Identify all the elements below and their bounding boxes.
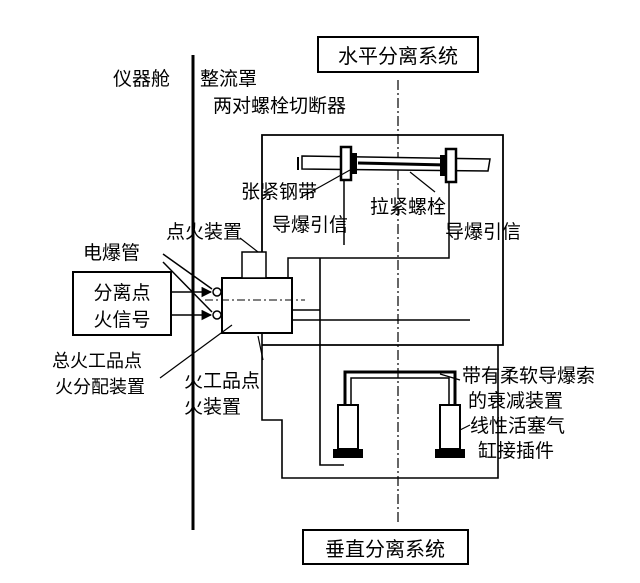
bolt-cutters-label: 两对螺栓切断器	[213, 95, 346, 117]
horizontal-system-title: 水平分离系统	[338, 44, 458, 68]
ignition-device-label: 点火装置	[166, 221, 242, 243]
sep-signal-box	[72, 271, 172, 336]
piston-cylinder-right-base	[435, 449, 465, 458]
det-cord-left-label: 导爆引信	[272, 214, 348, 236]
piston-leader	[459, 424, 471, 431]
attenuator-line2: 的衰减装置	[468, 390, 563, 412]
outer-conduit	[261, 134, 504, 346]
attenuator-line1: 带有柔软导爆索	[462, 365, 595, 387]
pyro-device-line2: 火装置	[184, 396, 241, 418]
vertical-system-box	[302, 529, 469, 565]
instrument-cabin-label: 仪器舱	[113, 68, 170, 90]
tension-band-label: 张紧钢带	[241, 181, 317, 203]
squib-label: 电爆管	[83, 242, 140, 264]
fairing-label: 整流罩	[200, 68, 257, 90]
tension-bolt-leader	[409, 171, 436, 193]
det-cord-right-label: 导爆引信	[445, 221, 521, 243]
ignition-device-leader	[239, 237, 259, 253]
squib-leader-2	[162, 261, 213, 313]
det-cord-right-route	[287, 248, 450, 285]
piston-cylinder-left	[337, 404, 359, 450]
bolt-cutter-left	[339, 145, 353, 182]
horizontal-system-box	[317, 36, 479, 73]
pyro-device-line1: 火工品点	[184, 370, 260, 392]
attenuator-frame-inner	[350, 377, 450, 408]
attenuator-leader	[439, 373, 461, 381]
master-leader	[159, 324, 233, 379]
sep-signal-line2: 火信号	[93, 309, 150, 331]
vertical-system-title: 垂直分离系统	[325, 537, 445, 561]
master-distribution-box	[221, 277, 293, 334]
pyro-leader	[257, 335, 264, 361]
bolt-cutter-right	[444, 147, 458, 184]
tension-band-leader	[299, 169, 351, 199]
piston-line1: 线性活塞气	[470, 415, 565, 437]
piston-cylinder-right	[439, 404, 461, 450]
tension-bolt-label: 拉紧螺栓	[370, 196, 446, 218]
piston-cylinder-left-base	[333, 449, 363, 458]
piston-line2: 缸接插件	[478, 440, 554, 462]
master-distribution-line2: 火分配装置	[55, 377, 145, 398]
attenuator-frame-outer	[343, 370, 457, 408]
squib-lower	[212, 310, 222, 320]
bolt-shaft-hatch	[357, 161, 447, 167]
cord-to-left-cylinder	[292, 258, 344, 466]
ignition-device-small	[241, 251, 267, 279]
bolt-cutter-right-inner	[440, 155, 446, 176]
conduit-to-vertical	[261, 333, 499, 479]
sep-signal-line1: 分离点	[93, 282, 150, 304]
squib-upper	[212, 287, 222, 297]
squib-leader-1	[162, 253, 213, 290]
master-distribution-line1: 总火工品点	[52, 351, 142, 372]
bolt-cutter-left-inner	[351, 153, 357, 174]
